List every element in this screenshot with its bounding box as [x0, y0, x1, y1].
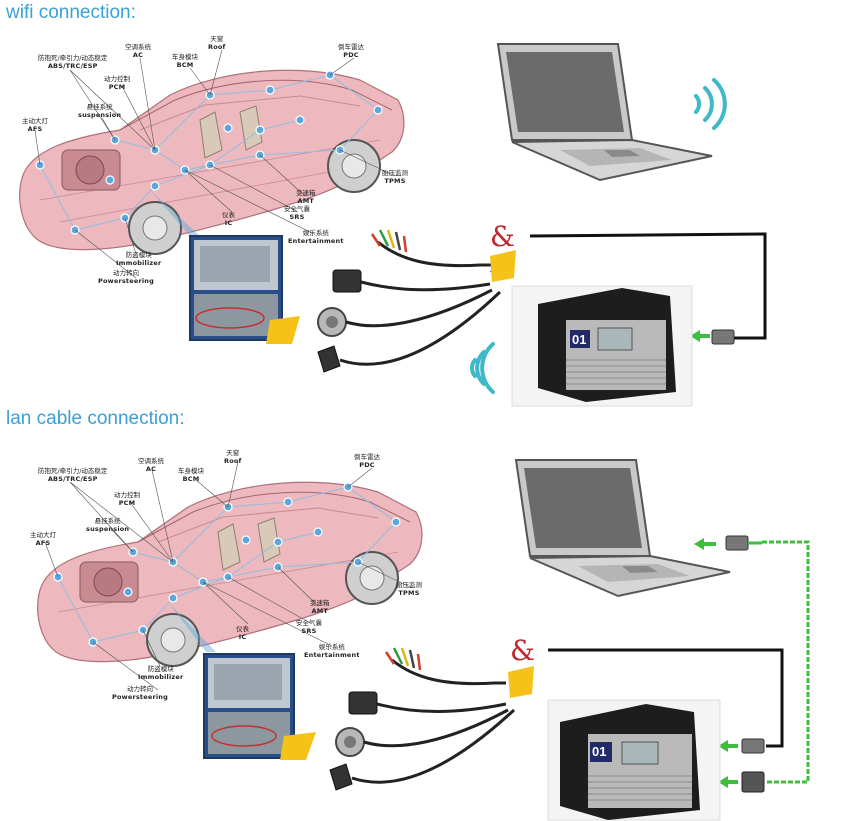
wifi-waves-laptop-icon [694, 78, 727, 130]
arrow-icon [694, 538, 716, 550]
diagnostic-device-illustration [511, 285, 693, 407]
lan-cable-line [762, 540, 810, 784]
ampersand-symbol: & [490, 220, 515, 253]
arrow-icon [718, 740, 738, 752]
obd-cables-illustration [317, 229, 516, 373]
wifi-connection-title: wifi connection: [6, 2, 136, 23]
car-illustration [19, 49, 405, 344]
lan-diagram-illustration [37, 459, 810, 821]
laptop-illustration [514, 459, 731, 598]
device-cable-line [548, 648, 784, 748]
ampersand-symbol: & [510, 634, 535, 667]
obd-cables-illustration [329, 647, 534, 791]
device-screen-number: 01 [592, 744, 607, 759]
laptop-illustration [496, 43, 713, 182]
arrow-icon [718, 776, 738, 788]
device-screen-number: 01 [572, 332, 587, 347]
rj45-connector [725, 535, 749, 551]
car-illustration [37, 461, 423, 760]
wifi-diagram-illustration [19, 43, 767, 407]
diagnostic-device-illustration [547, 699, 721, 821]
lan-connection-title: lan cable connection: [6, 408, 185, 429]
device-cable-line [529, 232, 767, 340]
arrow-icon [690, 330, 710, 342]
wifi-waves-device-icon [470, 342, 495, 394]
